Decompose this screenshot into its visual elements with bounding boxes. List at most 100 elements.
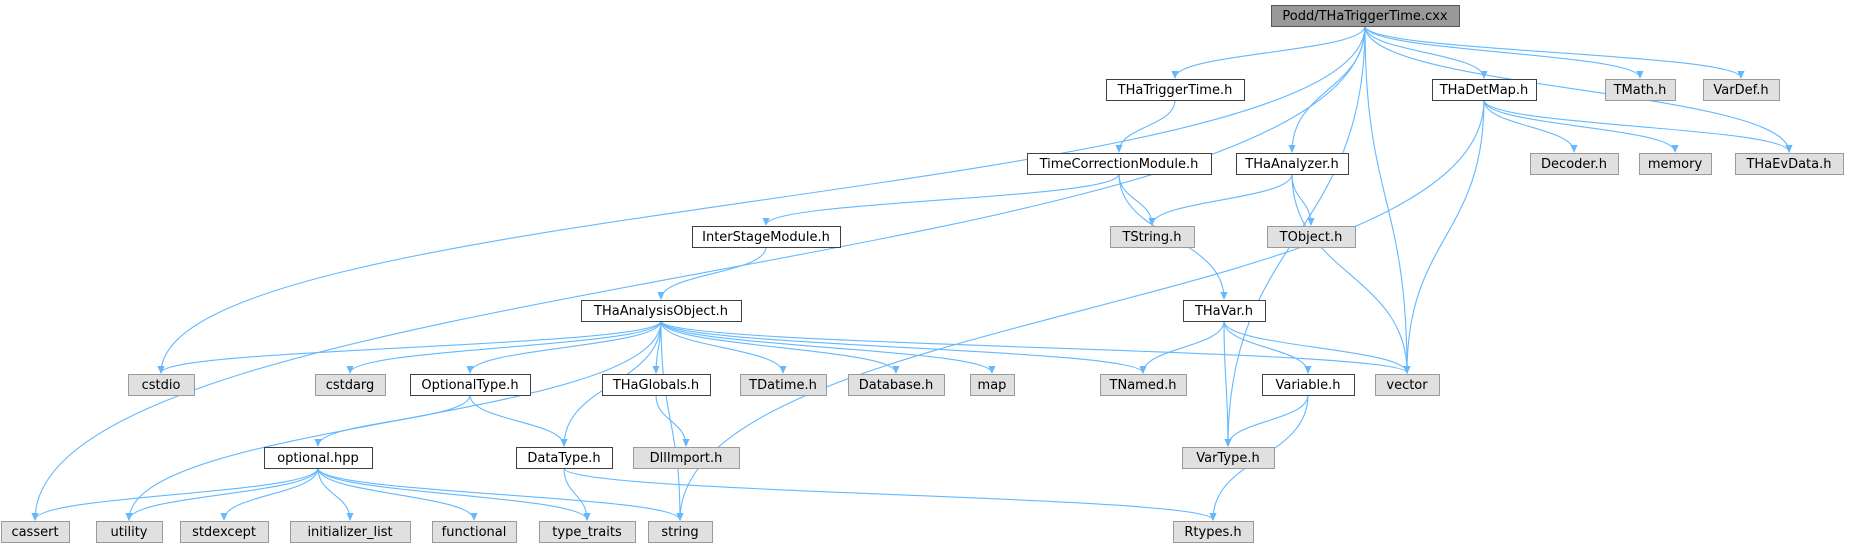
edge-thadetmap_h-to-thaevdata_h — [1483, 99, 1789, 152]
node-label: optional.hpp — [277, 451, 359, 466]
node-box — [1100, 374, 1187, 396]
node-thatriggertime-h[interactable]: THaTriggerTime.h — [1106, 79, 1245, 101]
node-thaanalysisobject-h[interactable]: THaAnalysisObject.h — [581, 300, 742, 322]
node-interstagemodule-h[interactable]: InterStageModule.h — [692, 226, 841, 248]
node-memory: memory — [1639, 153, 1712, 175]
node-tdatime-h: TDatime.h — [740, 374, 827, 396]
node-box — [581, 300, 742, 322]
edge-root-to-vardef_h — [1364, 25, 1741, 78]
edge-optional_hpp-to-functional — [317, 467, 474, 520]
edge-thaanalysisobject_h-to-database_h — [660, 320, 896, 373]
edge-interstagemodule_h-to-thaanalysisobject_h — [661, 246, 767, 299]
node-dllimport-h: DllImport.h — [633, 447, 740, 469]
node-box — [1271, 5, 1460, 27]
node-tstring-h: TString.h — [1110, 226, 1195, 248]
node-box — [692, 226, 841, 248]
node-label: Podd/THaTriggerTime.cxx — [1282, 9, 1448, 24]
edge-thavar_h-to-variable_h — [1223, 320, 1308, 373]
node-root[interactable]: Podd/THaTriggerTime.cxx — [1271, 5, 1460, 27]
edge-root-to-cassert — [35, 25, 1366, 520]
node-label: utility — [111, 525, 148, 540]
node-tobject-h: TObject.h — [1267, 226, 1356, 248]
node-label: THaEvData.h — [1745, 157, 1831, 172]
node-box — [848, 374, 945, 396]
node-thaanalyzer-h[interactable]: THaAnalyzer.h — [1236, 153, 1349, 175]
node-label: THaVar.h — [1194, 304, 1253, 319]
node-label: TDatime.h — [748, 378, 817, 393]
node-thavar-h[interactable]: THaVar.h — [1183, 300, 1266, 322]
node-label: THaTriggerTime.h — [1117, 83, 1233, 98]
edge-optionaltype_h-to-datatype_h — [469, 394, 564, 446]
node-stdexcept: stdexcept — [180, 521, 269, 543]
node-box — [1375, 374, 1440, 396]
edge-thavar_h-to-tnamed_h — [1143, 320, 1225, 373]
node-box — [315, 374, 386, 396]
node-label: Decoder.h — [1541, 157, 1607, 172]
node-type-traits: type_traits — [539, 521, 636, 543]
node-decoder-h: Decoder.h — [1530, 153, 1619, 175]
node-label: THaAnalyzer.h — [1244, 157, 1338, 172]
edge-thaanalyzer_h-to-vector — [1291, 173, 1407, 373]
node-optional-hpp[interactable]: optional.hpp — [264, 447, 373, 469]
node-cassert: cassert — [1, 521, 70, 543]
node-label: THaDetMap.h — [1439, 83, 1529, 98]
node-box — [1110, 226, 1195, 248]
edge-timecorrectionmodule_h-to-interstagemodule_h — [766, 173, 1120, 225]
node-box — [1183, 300, 1266, 322]
edge-optional_hpp-to-string — [317, 467, 680, 520]
node-timecorrectionmodule-h[interactable]: TimeCorrectionModule.h — [1027, 153, 1212, 175]
node-box — [1639, 153, 1712, 175]
node-box — [1106, 79, 1245, 101]
node-functional: functional — [432, 521, 517, 543]
edge-root-to-thaevdata_h — [1364, 25, 1789, 152]
node-map: map — [970, 374, 1015, 396]
node-label: TObject.h — [1279, 230, 1343, 245]
node-string: string — [648, 521, 713, 543]
node-box — [740, 374, 827, 396]
node-box — [1605, 79, 1676, 101]
node-box — [539, 521, 636, 543]
node-box — [1027, 153, 1212, 175]
node-box — [1173, 521, 1254, 543]
edge-variable_h-to-vartype_h — [1228, 394, 1309, 446]
node-box — [970, 374, 1015, 396]
node-rtypes-h: Rtypes.h — [1173, 521, 1254, 543]
node-tmath-h: TMath.h — [1605, 79, 1676, 101]
edge-thadetmap_h-to-vector — [1407, 99, 1485, 373]
node-label: functional — [442, 525, 507, 540]
node-optionaltype-h[interactable]: OptionalType.h — [410, 374, 531, 396]
node-datatype-h[interactable]: DataType.h — [516, 447, 613, 469]
node-label: VarDef.h — [1713, 83, 1768, 98]
edge-root-to-vector — [1364, 25, 1407, 373]
node-box — [1236, 153, 1349, 175]
edge-thaanalysisobject_h-to-tnamed_h — [660, 320, 1143, 373]
node-variable-h[interactable]: Variable.h — [1262, 374, 1355, 396]
node-label: Rtypes.h — [1184, 525, 1241, 540]
node-box — [516, 447, 613, 469]
node-label: cstdarg — [326, 378, 375, 393]
edge-root-to-thadetmap_h — [1364, 25, 1484, 78]
edge-thaanalysisobject_h-to-cstdarg — [350, 320, 662, 373]
node-label: THaGlobals.h — [612, 378, 699, 393]
node-vartype-h: VarType.h — [1182, 447, 1275, 469]
edge-thaanalysisobject_h-to-map — [660, 320, 992, 373]
edge-thaanalyzer_h-to-tstring_h — [1152, 173, 1293, 225]
edge-root-to-thatriggertime_h — [1175, 25, 1366, 78]
edge-thaanalysisobject_h-to-cstdio — [161, 320, 662, 373]
node-box — [633, 447, 740, 469]
node-thaglobals-h[interactable]: THaGlobals.h — [602, 374, 711, 396]
node-vector: vector — [1375, 374, 1440, 396]
edge-optional_hpp-to-initializer_list — [317, 467, 350, 520]
edge-thavar_h-to-vector — [1223, 320, 1407, 373]
edge-optionaltype_h-to-optional_hpp — [318, 394, 471, 446]
edge-optional_hpp-to-cassert — [35, 467, 319, 520]
node-thadetmap-h[interactable]: THaDetMap.h — [1432, 79, 1537, 101]
edge-thaanalysisobject_h-to-vector — [660, 320, 1407, 373]
node-label: cstdio — [142, 378, 181, 393]
node-label: cassert — [11, 525, 58, 540]
node-label: stdexcept — [192, 525, 256, 540]
node-box — [410, 374, 531, 396]
node-label: Database.h — [859, 378, 933, 393]
node-box — [602, 374, 711, 396]
